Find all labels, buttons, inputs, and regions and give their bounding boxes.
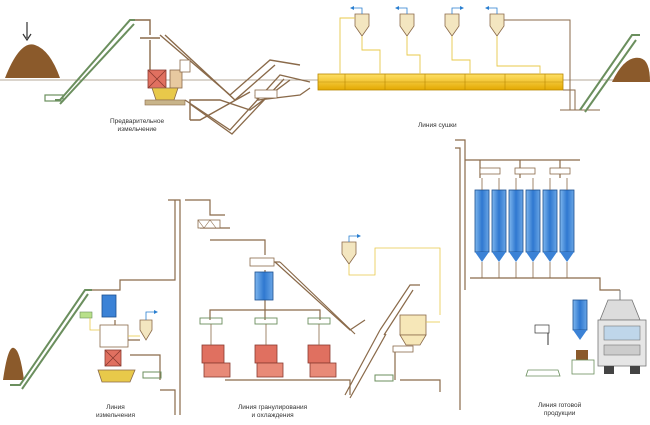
- screw-row-top: [479, 167, 571, 175]
- bagging-unit: [525, 299, 595, 377]
- pipe-zigzag: [184, 74, 311, 135]
- label-granulation: Линия гранулирования и охлаждения: [238, 404, 307, 420]
- label-finished: Линия готовой продукции: [538, 402, 581, 418]
- incline-conveyor-3: [10, 289, 92, 390]
- incline-conveyor-2: [579, 34, 640, 113]
- dryer-drum: [317, 73, 564, 91]
- label-granulation-line2: и охлаждения: [251, 412, 294, 419]
- label-pre-grinding-line1: Предварительное: [110, 118, 165, 125]
- label-drying-line1: Линия сушки: [418, 122, 457, 129]
- finished-pipes: [455, 139, 620, 410]
- cyclones-dryer: [350, 6, 505, 37]
- cooler: [341, 234, 427, 353]
- raw-pile-left: [5, 44, 60, 78]
- arrow-down-icon: [22, 22, 32, 42]
- label-grinding: Линия измельчения: [96, 404, 135, 420]
- pre-crusher: [144, 59, 191, 106]
- label-drying: Линия сушки: [418, 122, 457, 130]
- raw-pile-bottom: [3, 347, 24, 380]
- screw-conveyors-granulation: [197, 219, 275, 267]
- truck-icon: [597, 290, 647, 374]
- transport-pipe-top: [135, 19, 301, 121]
- label-grinding-line1: Линия: [106, 404, 125, 411]
- granulation-hopper: [254, 271, 274, 301]
- incline-conveyor-1: [55, 19, 135, 105]
- grinding-pipes: [92, 199, 181, 415]
- label-finished-line2: продукции: [543, 410, 576, 417]
- yellow-duct-top: [339, 17, 541, 74]
- label-grinding-line2: измельчения: [96, 412, 135, 419]
- raw-pile-right: [612, 57, 650, 82]
- label-finished-line1: Линия готовой: [538, 402, 582, 409]
- label-granulation-line1: Линия гранулирования: [238, 404, 308, 411]
- granulators: [199, 317, 337, 378]
- label-pre-grinding: Предварительное измельчение: [110, 118, 164, 134]
- finished-silos: [474, 189, 575, 262]
- label-pre-grinding-line2: измельчение: [117, 126, 157, 133]
- grinding-equipment: [79, 294, 162, 383]
